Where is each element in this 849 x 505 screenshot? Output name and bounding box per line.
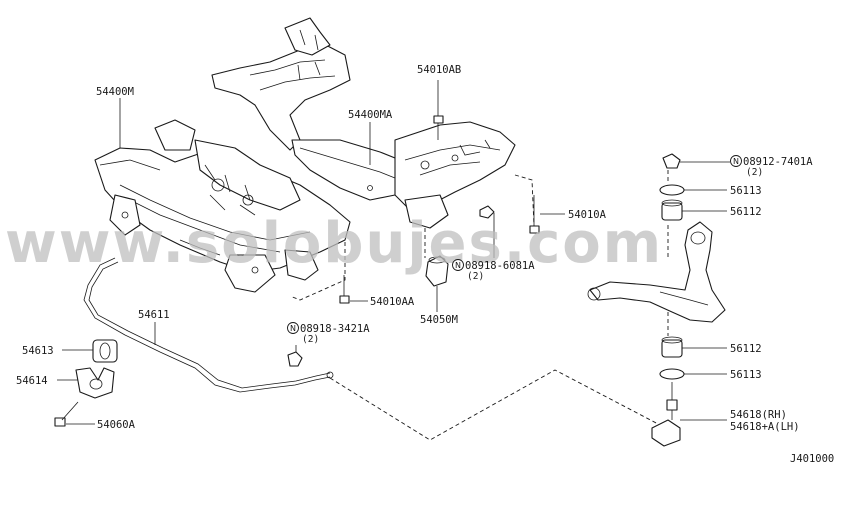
front-subframe bbox=[94, 119, 351, 293]
mount-54050m bbox=[425, 255, 449, 312]
label-56113-bottom: 56113 bbox=[730, 369, 762, 381]
label-08918-6081a: 08918-6081A bbox=[465, 260, 535, 272]
label-54618-rh: 54618(RH) bbox=[730, 409, 787, 421]
upper-member bbox=[211, 17, 516, 229]
label-54010aa: 54010AA bbox=[370, 296, 415, 308]
label-54400m: 54400M bbox=[96, 86, 134, 98]
alignment-line-a bbox=[289, 242, 346, 301]
label-08918-3421a-qty: (2) bbox=[302, 334, 319, 345]
nut-symbol-6081a-text: N bbox=[455, 261, 461, 270]
label-56112-top: 56112 bbox=[730, 206, 762, 218]
label-54614: 54614 bbox=[16, 375, 48, 387]
bolt-54010ab bbox=[433, 80, 444, 140]
clamp-54614 bbox=[75, 367, 115, 399]
nut-symbol-7401a bbox=[730, 155, 742, 167]
washer-56113-bottom bbox=[659, 368, 727, 380]
nut-symbol-6081a bbox=[452, 259, 464, 271]
alignment-line-b bbox=[514, 174, 535, 227]
label-54010a: 54010A bbox=[568, 209, 607, 221]
nut-08912-7401a bbox=[662, 153, 730, 169]
nut-08918-3421a bbox=[287, 351, 303, 367]
label-54060a: 54060A bbox=[97, 419, 136, 431]
washer-56113-top bbox=[659, 184, 727, 196]
bolt-54010a bbox=[529, 195, 565, 234]
label-08912-7401a-qty: (2) bbox=[746, 167, 763, 178]
nut-08918-6081a bbox=[479, 205, 495, 219]
nut-symbol-3421a bbox=[287, 322, 299, 334]
lower-arm bbox=[587, 221, 726, 323]
bolt-54060a bbox=[54, 401, 79, 427]
label-54613: 54613 bbox=[22, 345, 54, 357]
label-54618-lh: 54618+A(LH) bbox=[730, 421, 800, 433]
watermark: www.solobujes.com bbox=[5, 211, 663, 276]
label-56113-top: 56113 bbox=[730, 185, 762, 197]
stabilizer-link-54618 bbox=[651, 382, 727, 447]
label-54400ma: 54400MA bbox=[348, 109, 393, 121]
label-54611: 54611 bbox=[138, 309, 170, 321]
label-56112-bottom: 56112 bbox=[730, 343, 762, 355]
bolt-54010aa bbox=[339, 275, 368, 304]
drawing-code: J401000 bbox=[790, 453, 834, 465]
label-54010ab: 54010AB bbox=[417, 64, 461, 76]
bushing-56112-top bbox=[661, 199, 727, 221]
label-08918-6081a-qty: (2) bbox=[467, 271, 484, 282]
label-08918-3421a: 08918-3421A bbox=[300, 323, 370, 335]
nut-symbol-3421a-text: N bbox=[290, 324, 296, 333]
nut-symbol-7401a-text: N bbox=[733, 157, 739, 166]
label-54050m: 54050M bbox=[420, 314, 458, 326]
bushing-56112-bottom bbox=[661, 336, 727, 358]
label-08912-7401a: 08912-7401A bbox=[743, 156, 813, 168]
bushing-54613 bbox=[92, 339, 118, 363]
alignment-line-d bbox=[329, 369, 661, 441]
